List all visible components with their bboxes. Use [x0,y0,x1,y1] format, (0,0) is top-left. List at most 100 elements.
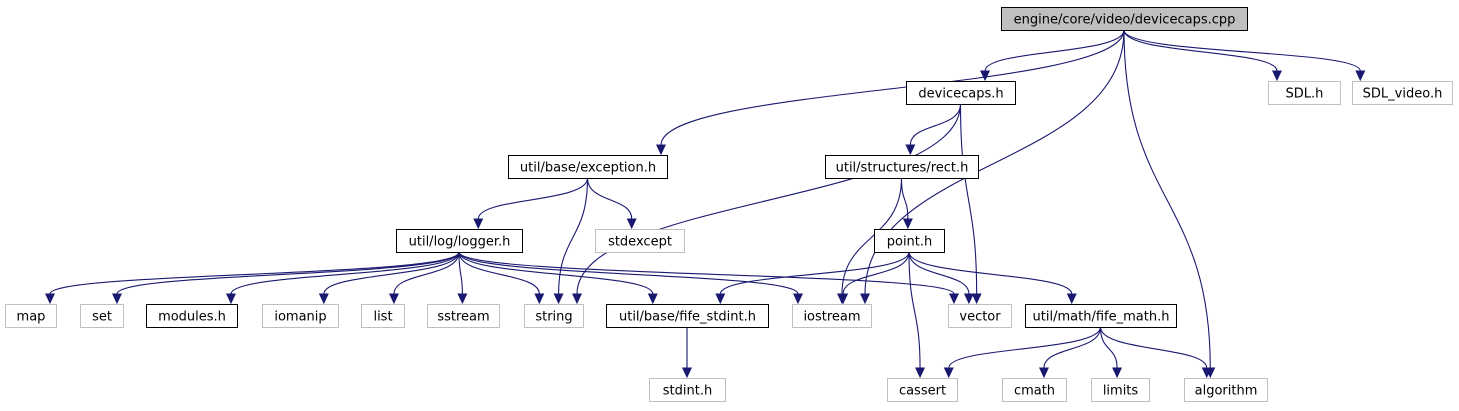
node-box [1025,304,1177,328]
edge-line [458,251,799,295]
edge-fife_math_h-to-algorithm [1099,326,1212,379]
arrowhead [943,367,954,379]
node-limits: limits [1091,378,1150,402]
arrowhead [647,293,658,305]
edge-logger_h-to-sstream [457,251,468,305]
edge-point_h-to-iostream [838,251,910,305]
node-devicecaps-h[interactable]: devicecaps.h [906,81,1016,105]
edge-line [1123,29,1361,72]
node-box [595,229,685,253]
node-point-h[interactable]: point.h [874,229,945,253]
node-box [906,81,1016,105]
arrowhead [318,293,329,305]
node-box [887,378,958,402]
edge-line [49,251,460,295]
edge-line [458,251,955,295]
arrowhead [388,293,399,305]
edge-line [948,326,1102,369]
edge-line [660,29,1125,146]
arrowhead [902,218,913,230]
arrowhead [915,367,926,379]
node-label: util/base/exception.h [520,161,656,176]
edge-fife_stdint_h-to-stdint_h [682,327,692,379]
arrowhead [1201,367,1212,379]
node-vector: vector [948,304,1012,328]
node-sdl-video-h: SDL_video.h [1352,81,1453,105]
node-label: algorithm [1195,384,1258,399]
node-box [80,304,124,328]
node-box [1001,7,1248,31]
node-fife-math-h[interactable]: util/math/fife_math.h [1025,304,1177,328]
edge-line [458,251,463,295]
arrowhead [457,293,468,305]
edge-devicecaps_h-to-string [572,103,962,305]
arrowhead [572,293,582,305]
node-box [524,304,584,328]
node-root[interactable]: engine/core/video/devicecaps.cpp [1001,7,1248,31]
edge-line [1099,326,1208,369]
node-box [146,304,238,328]
edge-logger_h-to-string [458,251,545,305]
edge-line [842,251,910,295]
edge-root-to-exception_h [656,29,1125,156]
arrowhead [112,293,122,305]
edge-logger_h-to-fife_stdint_h [458,251,658,305]
node-label: util/structures/rect.h [836,161,969,176]
arrowhead [1355,70,1366,82]
node-set: set [80,304,124,328]
node-rect-h[interactable]: util/structures/rect.h [825,155,979,179]
edge-fife_math_h-to-cmath [1038,326,1102,379]
edge-fife_math_h-to-limits [1099,326,1123,379]
edge-line [230,251,460,295]
node-sdl-h: SDL.h [1268,81,1341,105]
node-iostream: iostream [792,304,872,328]
arrowhead [1112,367,1123,379]
node-label: devicecaps.h [918,87,1003,102]
edge-root-to-sdl_h [1123,29,1282,82]
edge-exception_h-to-stdexcept [586,177,637,230]
node-label: sstream [437,310,489,325]
node-label: iomanip [274,310,326,325]
edge-logger_h-to-list [388,251,460,305]
arrowhead [860,293,870,305]
node-box [792,304,872,328]
node-label: vector [959,310,1001,325]
node-box [1268,81,1341,105]
node-stdint-h: stdint.h [649,378,726,402]
edge-line [323,251,460,295]
arrowhead [715,293,726,305]
node-cmath: cmath [1002,378,1067,402]
arrowhead [45,293,55,305]
node-box [427,304,500,328]
node-label: util/math/fife_math.h [1033,310,1170,325]
node-label: modules.h [158,310,226,325]
node-algorithm: algorithm [1184,378,1268,402]
node-box [396,229,523,253]
node-label: limits [1103,384,1139,399]
edge-logger_h-to-set [112,251,460,305]
node-box [1352,81,1453,105]
edge-line [477,177,589,220]
node-iomanip: iomanip [262,304,339,328]
edge-line [558,177,589,295]
edge-line [586,177,633,220]
edge-line [116,251,460,295]
edge-line [841,177,903,295]
edge-point_h-to-fife_math_h [908,251,1077,305]
edge-point_h-to-vector [908,251,974,305]
node-box [262,304,339,328]
arrowhead [656,144,666,156]
edge-rect_h-to-point_h [900,177,913,230]
node-label: stdint.h [663,384,712,399]
node-label: engine/core/video/devicecaps.cpp [1014,13,1236,28]
arrowhead [905,144,916,156]
node-fife-stdint-h[interactable]: util/base/fife_stdint.h [606,304,769,328]
node-logger-h[interactable]: util/log/logger.h [396,229,523,253]
edge-line [909,103,962,146]
edge-line [458,251,540,295]
node-modules-h[interactable]: modules.h [146,304,238,328]
edge-line [984,29,1125,72]
node-box [606,304,769,328]
node-exception-h[interactable]: util/base/exception.h [508,155,668,179]
